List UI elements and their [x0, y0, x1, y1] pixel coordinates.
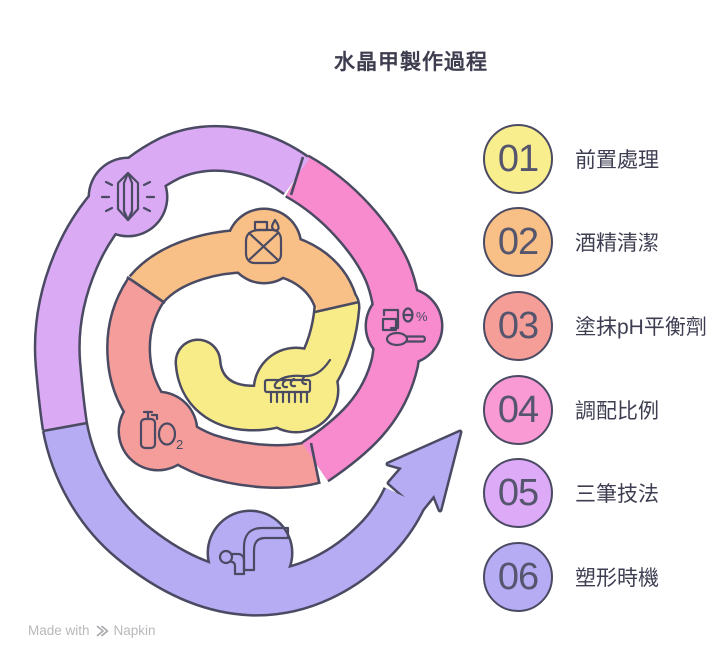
- svg-text:%: %: [416, 309, 428, 324]
- step-label: 塗抹pH平衡劑: [575, 316, 707, 339]
- step-label: 酒精清潔: [575, 232, 659, 255]
- step-label: 塑形時機: [575, 567, 659, 590]
- legend-item-01: 01 前置處理: [483, 124, 659, 194]
- step-number: 02: [497, 221, 539, 263]
- step-label: 調配比例: [575, 400, 659, 423]
- page-title: 水晶甲製作過程: [334, 51, 488, 74]
- step-number-badge: 03: [483, 291, 553, 361]
- svg-text:2: 2: [176, 437, 183, 452]
- step-number-badge: 02: [483, 207, 553, 277]
- measuring-spoon-icon: %: [381, 307, 428, 347]
- o2-bottle-icon: 2: [139, 410, 183, 452]
- made-with-napkin-link[interactable]: Made with Napkin: [28, 623, 156, 638]
- legend-item-03: 03 塗抹pH平衡劑: [483, 291, 707, 361]
- napkin-brand-text: Napkin: [113, 623, 156, 638]
- step-number: 04: [497, 389, 539, 431]
- step-label: 前置處理: [575, 149, 659, 172]
- step-number-badge: 04: [483, 375, 553, 445]
- crystal-icon: [100, 171, 156, 222]
- step-number-badge: 01: [483, 124, 553, 194]
- step-number-badge: 05: [483, 458, 553, 528]
- step-number: 01: [497, 138, 539, 180]
- hand-file-icon: [263, 358, 332, 404]
- mold-shapes-icon: [218, 526, 290, 576]
- napkin-logo-icon: [96, 625, 108, 636]
- step-label: 三筆技法: [575, 483, 659, 506]
- step-number: 06: [497, 556, 539, 598]
- step-number: 03: [497, 305, 539, 347]
- legend-item-02: 02 酒精清潔: [483, 207, 659, 277]
- legend-item-06: 06 塑形時機: [483, 542, 659, 612]
- step-number-badge: 06: [483, 542, 553, 612]
- legend-item-05: 05 三筆技法: [483, 458, 659, 528]
- made-with-text: Made with: [28, 623, 90, 638]
- step-number: 05: [497, 472, 539, 514]
- alcohol-bottle-icon: [244, 218, 283, 265]
- legend-item-04: 04 調配比例: [483, 375, 659, 445]
